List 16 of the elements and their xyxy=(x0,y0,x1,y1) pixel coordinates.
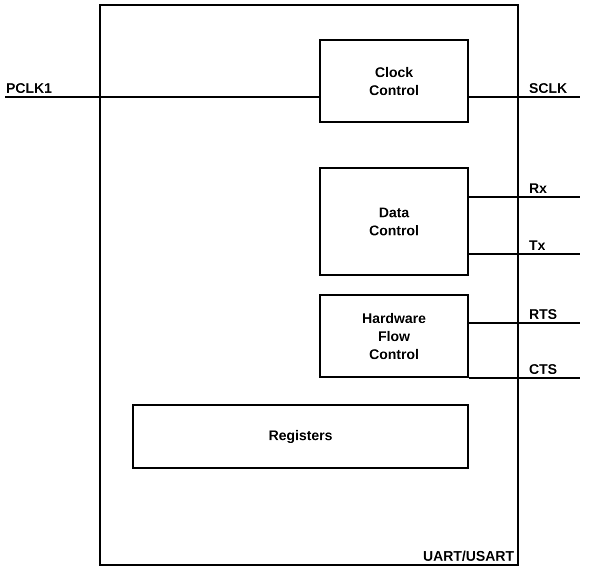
function-box: Clock Control xyxy=(319,39,469,123)
signal-line xyxy=(469,96,580,98)
signal-label: RTS xyxy=(530,309,556,319)
signal-label: PCLK1 xyxy=(6,83,52,93)
signal-label: CTS xyxy=(530,364,556,374)
signal-line xyxy=(5,96,319,98)
signal-label: SCLK xyxy=(529,83,567,93)
signal-line xyxy=(469,322,580,324)
signal-line xyxy=(469,377,580,379)
signal-line xyxy=(469,196,580,198)
function-box: Registers xyxy=(132,404,469,469)
signal-line xyxy=(469,253,580,255)
signal-label: Rx xyxy=(530,183,547,193)
function-box: Hardware Flow Control xyxy=(319,294,469,378)
function-box: Data Control xyxy=(319,167,469,276)
signal-label: Tx xyxy=(529,240,546,250)
